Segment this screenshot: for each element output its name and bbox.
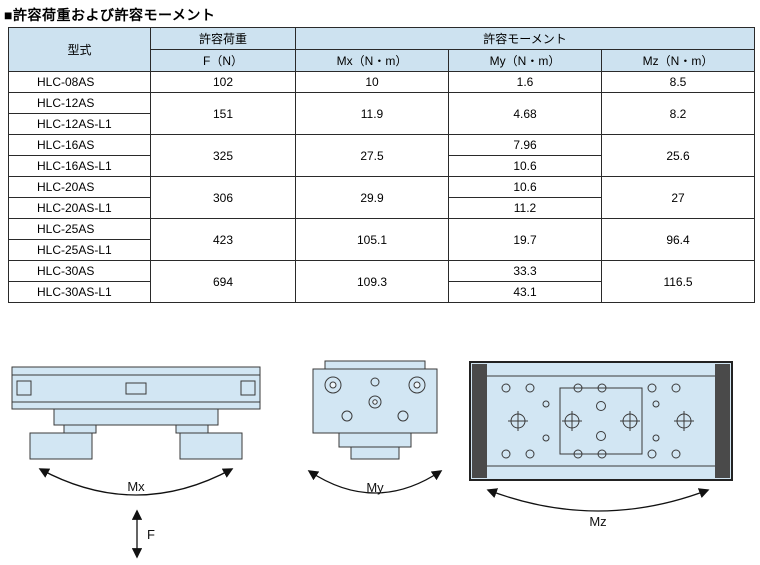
model-cell: HLC-25AS-L1: [8, 239, 151, 261]
f-cell: 151: [150, 92, 296, 135]
slider-end-view: [312, 360, 438, 460]
moment-header: 許容モーメント: [294, 27, 756, 50]
load-moment-table: 型式 許容荷重 許容モーメント F（N） Mx（N・m） My（N・m） Mz（…: [8, 27, 756, 303]
mx-cell: 29.9: [295, 176, 449, 219]
my-cell: 19.7: [448, 218, 602, 261]
f-cell: 325: [150, 134, 296, 177]
model-cell: HLC-20AS: [8, 176, 151, 198]
page-title: ■許容荷重および許容モーメント: [4, 7, 216, 23]
model-cell: HLC-30AS: [8, 260, 151, 282]
my-moment-arrow: [307, 470, 443, 494]
top-view-figure: Mz: [469, 361, 733, 529]
table-row: HLC-08AS 102 10 1.6 8.5: [8, 71, 756, 93]
side-view-figure: Mx F: [11, 366, 261, 559]
my-cell: 43.1: [448, 281, 602, 303]
slider-side-view: [11, 366, 261, 460]
model-cell: HLC-12AS: [8, 92, 151, 114]
slider-top-view: [469, 361, 733, 481]
table-row: HLC-30AS-L1 43.1: [8, 281, 755, 303]
mz-cell: 96.4: [600, 218, 756, 261]
model-cell: HLC-16AS-L1: [8, 155, 151, 177]
table-row: HLC-16AS-L1 10.6: [8, 155, 755, 177]
mz-moment-arrow: [486, 488, 710, 512]
table-row: HLC-20AS 306 29.9 10.6 27: [8, 176, 756, 219]
my-cell: 11.2: [448, 197, 602, 219]
my-cell: 4.68: [448, 92, 602, 135]
my-cell: 33.3: [448, 260, 602, 282]
my-cell: 1.6: [448, 71, 602, 93]
table-row: HLC-30AS 694 109.3 33.3 116.5: [8, 260, 756, 303]
f-cell: 423: [150, 218, 296, 261]
model-cell: HLC-25AS: [8, 218, 151, 240]
mx-header: Mx（N・m）: [295, 49, 449, 72]
mx-cell: 105.1: [295, 218, 449, 261]
mz-cell: 27: [600, 176, 756, 219]
f-cell: 306: [150, 176, 296, 219]
table-row: HLC-12AS-L1: [8, 113, 755, 135]
mx-cell: 109.3: [295, 260, 449, 303]
my-cell: 10.6: [448, 176, 602, 198]
f-cell: 102: [150, 71, 296, 93]
table-row: HLC-16AS 325 27.5 7.96 25.6: [8, 134, 756, 177]
table-header-row: 型式 許容荷重 許容モーメント: [8, 27, 756, 72]
f-label: F: [147, 527, 155, 542]
mz-cell: 8.2: [600, 92, 756, 135]
mx-cell: 27.5: [295, 134, 449, 177]
model-cell: HLC-20AS-L1: [8, 197, 151, 219]
model-header: 型式: [8, 27, 151, 72]
model-cell: HLC-30AS-L1: [8, 281, 151, 303]
mz-header: Mz（N・m）: [600, 49, 756, 72]
mx-cell: 10: [295, 71, 449, 93]
mz-cell: 25.6: [600, 134, 756, 177]
model-cell: HLC-12AS-L1: [8, 113, 151, 135]
model-cell: HLC-16AS: [8, 134, 151, 156]
mx-cell: 11.9: [295, 92, 449, 135]
model-cell: HLC-08AS: [8, 71, 151, 93]
f-cell: 694: [150, 260, 296, 303]
mz-cell: 116.5: [600, 260, 756, 303]
mz-cell: 8.5: [600, 71, 756, 93]
mx-label: Mx: [127, 479, 145, 494]
load-header: 許容荷重: [150, 27, 296, 50]
my-header: My（N・m）: [448, 49, 602, 72]
mx-moment-arrow: [38, 468, 234, 496]
table-subheader-row: F（N） Mx（N・m） My（N・m） Mz（N・m）: [9, 49, 756, 72]
table-row: HLC-12AS 151 11.9 4.68 8.2: [8, 92, 756, 135]
table-row: HLC-25AS 423 105.1 19.7 96.4: [8, 218, 756, 261]
mz-label: Mz: [589, 514, 606, 529]
my-label: My: [366, 480, 384, 495]
f-header: F（N）: [150, 49, 296, 72]
table-row: HLC-25AS-L1: [8, 239, 755, 261]
my-cell: 7.96: [448, 134, 602, 156]
end-view-figure: My: [307, 360, 443, 495]
my-cell: 10.6: [448, 155, 602, 177]
